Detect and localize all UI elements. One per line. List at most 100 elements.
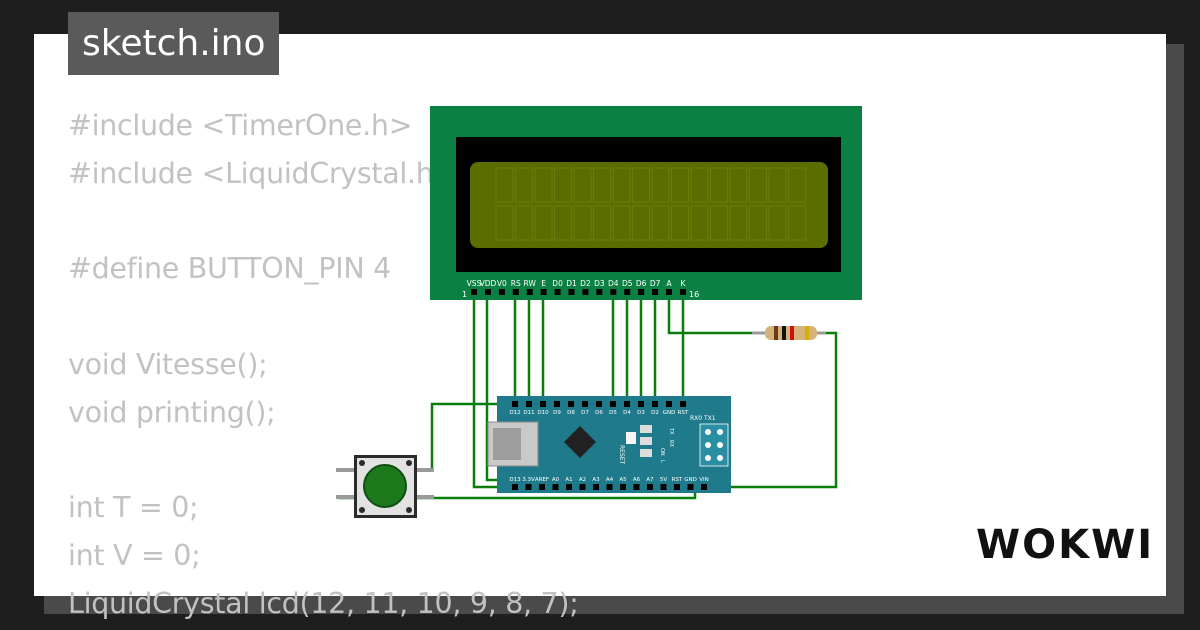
arduino-pin-label: AREF — [535, 477, 549, 483]
lcd-pin[interactable] — [679, 289, 686, 295]
arduino-pin[interactable] — [620, 484, 626, 490]
arduino-pin[interactable] — [624, 401, 630, 407]
arduino-pin[interactable] — [652, 401, 658, 407]
arduino-pin[interactable] — [526, 401, 532, 407]
lcd-pin[interactable] — [540, 289, 547, 295]
arduino-pin-label: D8 — [567, 410, 575, 416]
lcd-pin[interactable] — [624, 289, 631, 295]
lcd-pin[interactable] — [582, 289, 589, 295]
arduino-pin[interactable] — [701, 484, 707, 490]
resistor[interactable] — [752, 326, 826, 340]
arduino-pin[interactable] — [666, 401, 672, 407]
arduino-pin[interactable] — [633, 484, 640, 490]
wire-a — [667, 290, 760, 335]
lcd-pin-label: VDD — [480, 279, 497, 288]
code-line: #define BUTTON_PIN 4 — [68, 252, 391, 286]
arduino-pin[interactable] — [647, 484, 653, 490]
lcd-pin[interactable] — [638, 289, 645, 295]
lcd-pin[interactable] — [666, 289, 673, 295]
lcd-pin[interactable] — [568, 289, 575, 295]
arduino-pin-label: A4 — [606, 477, 614, 483]
lcd-cell — [651, 167, 670, 203]
lcd-pin[interactable] — [498, 289, 505, 295]
arduino-pin[interactable] — [680, 401, 686, 407]
pushbutton[interactable] — [336, 455, 434, 518]
icsp-pin — [705, 429, 711, 435]
arduino-pin[interactable] — [687, 484, 694, 490]
lcd-pin[interactable] — [652, 289, 659, 295]
arduino-pin[interactable] — [512, 401, 518, 407]
arduino-pin[interactable] — [539, 484, 545, 490]
lcd-cell — [768, 205, 787, 241]
lcd-pin-label: D4 — [608, 279, 619, 288]
lcd-pin-label: D2 — [580, 279, 591, 288]
arduino-pin-label: D13 — [509, 477, 521, 483]
arduino-pin-label: D5 — [609, 410, 617, 416]
arduino-pin[interactable] — [596, 401, 602, 407]
arduino-pin[interactable] — [582, 401, 588, 407]
code-line: #include <LiquidCrystal.h> — [68, 156, 458, 190]
filename-tab[interactable]: sketch.ino — [68, 12, 280, 75]
arduino-pin-label: 5V — [660, 477, 667, 483]
lcd-pin[interactable] — [484, 289, 491, 295]
arduino-pin-label: 3.3V — [522, 477, 535, 483]
rx0-label: RX0 — [690, 415, 702, 422]
arduino-pin[interactable] — [554, 401, 560, 407]
arduino-pin[interactable] — [606, 484, 613, 490]
lcd-cell — [515, 205, 533, 241]
code-line: void printing(); — [68, 395, 276, 429]
lcd-cell — [788, 205, 806, 241]
arduino-pin[interactable] — [660, 484, 667, 490]
icsp-header — [705, 429, 723, 461]
lcd-pin[interactable] — [471, 289, 477, 295]
icsp-pin — [717, 455, 723, 461]
arduino-pin[interactable] — [566, 484, 572, 490]
arduino-pin[interactable] — [540, 401, 546, 407]
arduino-pin[interactable] — [579, 484, 586, 490]
icsp-pin — [717, 429, 723, 435]
lcd-cell — [534, 205, 553, 241]
lcd-pin-label: VSS — [467, 279, 482, 288]
lcd-cell — [554, 205, 572, 241]
lcd-pin[interactable] — [554, 289, 561, 295]
lcd-cell — [632, 205, 650, 241]
arduino-pin-label: A1 — [565, 477, 572, 483]
arduino-pin[interactable] — [610, 401, 616, 407]
arduino-pin[interactable] — [674, 484, 680, 490]
lcd-cell — [495, 167, 514, 203]
arduino-pin[interactable] — [568, 401, 574, 407]
lcd-cell — [768, 167, 787, 203]
lcd-cell — [788, 167, 806, 203]
arduino-pin-label: D9 — [553, 410, 561, 416]
lcd-pin[interactable] — [610, 289, 617, 295]
arduino-pin[interactable] — [593, 484, 599, 490]
lcd-pin-last-label: 16 — [689, 290, 699, 299]
arduino-pin-label: RST — [672, 477, 683, 483]
arduino-pin-label: A2 — [579, 477, 586, 483]
arduino-pin-label: GND — [663, 410, 676, 416]
lcd-pin-label: E — [541, 279, 546, 288]
tx1-label: TX1 — [703, 415, 716, 422]
arduino-pin-label: D2 — [651, 410, 659, 416]
wire-resistor-5v — [700, 331, 838, 489]
arduino-pin[interactable] — [525, 484, 532, 490]
arduino-pin-label: D7 — [581, 410, 589, 416]
lcd-pin[interactable] — [596, 289, 603, 295]
lcd-pin-label: D7 — [650, 279, 661, 288]
arduino-pin[interactable] — [552, 484, 559, 490]
arduino-pin[interactable] — [512, 484, 518, 490]
lcd-cell — [690, 205, 709, 241]
arduino-pin-label: A3 — [592, 477, 600, 483]
code-preview: #include <TimerOne.h> #include <LiquidCry… — [68, 102, 579, 628]
arduino-chip — [564, 426, 596, 458]
code-line: #include <TimerOne.h> — [68, 109, 413, 142]
arduino-pin[interactable] — [638, 401, 644, 407]
lcd-pin[interactable] — [526, 289, 533, 295]
arduino-pin-label: A5 — [619, 477, 627, 483]
lcd-cell — [749, 205, 767, 241]
lcd-pin[interactable] — [512, 289, 519, 295]
